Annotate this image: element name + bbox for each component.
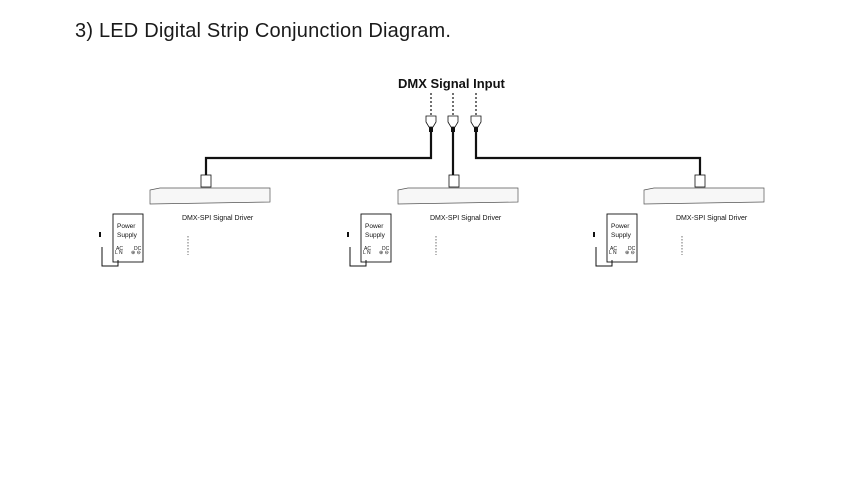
xlr-plug-center — [447, 115, 459, 132]
ac-label: AC — [364, 246, 371, 252]
unit-2: DMX-SPI Signal Driver Power Supply AC DC… — [347, 174, 519, 267]
dc-label: DC — [382, 246, 390, 252]
power-supply-label-line1: Power — [365, 223, 384, 230]
dc-terminals: ⊕ ⊖ — [131, 250, 141, 256]
driver-label: DMX-SPI Signal Driver — [430, 215, 502, 222]
power-supply-box — [606, 213, 638, 263]
xlr-plug-left — [425, 115, 437, 132]
dmx-input-dashed-lines — [430, 93, 477, 116]
dc-label: DC — [628, 246, 636, 252]
ac-label: AC — [610, 246, 617, 252]
dmx-spi-driver-box — [397, 187, 519, 205]
ac-terminals: L N — [115, 250, 123, 256]
power-supply-label-line1: Power — [117, 223, 136, 230]
ac-plug-icon — [99, 232, 101, 237]
ac-plug-icon — [347, 232, 349, 237]
dc-terminals: ⊕ ⊖ — [625, 250, 635, 256]
ac-power-cord: Input Power DC12V SPI Signal Output Tm18… — [349, 247, 367, 267]
dmx-cables — [204, 132, 702, 182]
dc-terminals: ⊕ ⊖ — [379, 250, 389, 256]
power-supply-label-line1: Power — [611, 223, 630, 230]
ac-power-cord: Input Power DC12V SPI Signal Output Tm18… — [595, 247, 613, 267]
power-supply-label-line2: Supply — [611, 232, 632, 239]
ac-terminals: L N — [363, 250, 371, 256]
dc-label: DC — [134, 246, 142, 252]
unit-1: DMX-SPI Signal Driver Power Supply AC DC… — [99, 174, 271, 267]
driver-label: DMX-SPI Signal Driver — [182, 215, 254, 222]
ac-plug-icon — [593, 232, 595, 237]
driver-dmx-connector — [448, 174, 460, 188]
unit-3: DMX-SPI Signal Driver Power Supply AC DC… — [593, 174, 765, 267]
power-supply-box — [360, 213, 392, 263]
driver-label: DMX-SPI Signal Driver — [676, 215, 748, 222]
power-supply-label-line2: Supply — [365, 232, 386, 239]
diagram-title: 3) LED Digital Strip Conjunction Diagram… — [75, 20, 452, 42]
dmx-input-label: DMX Signal Input — [398, 76, 506, 91]
power-supply-label-line2: Supply — [117, 232, 138, 239]
driver-dmx-connector — [694, 174, 706, 188]
ac-terminals: L N — [609, 250, 617, 256]
driver-dmx-connector — [200, 174, 212, 188]
dmx-spi-driver-box — [643, 187, 765, 205]
ac-power-cord: Input Power DC12V SPI Signal Output Tm18… — [101, 247, 119, 267]
power-supply-box — [112, 213, 144, 263]
xlr-plug-right — [470, 115, 482, 132]
ac-label: AC — [116, 246, 123, 252]
dmx-spi-driver-box — [149, 187, 271, 205]
